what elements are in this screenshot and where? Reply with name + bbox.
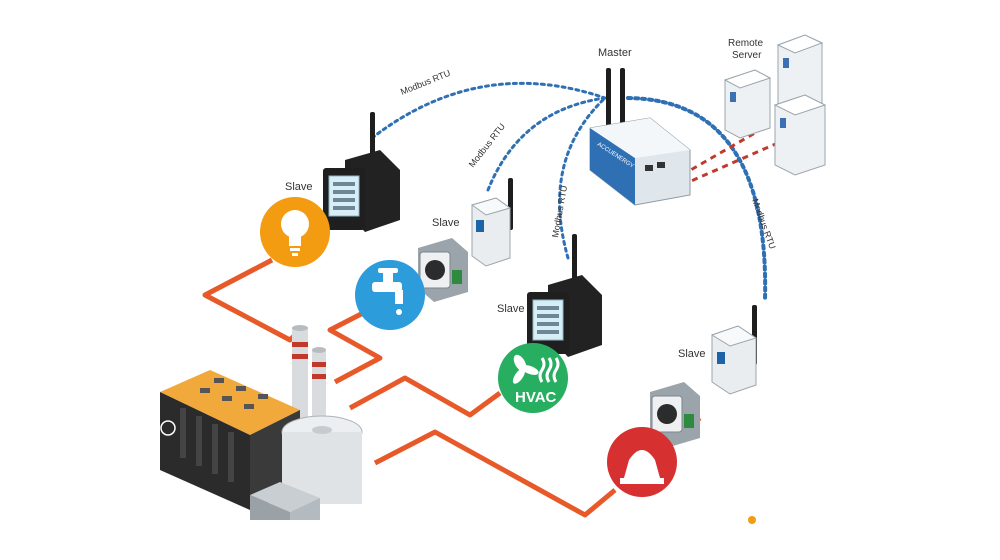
remote-server-cluster [723,34,827,176]
radio-link-lamp [370,81,607,140]
radio-links [370,81,768,302]
link-label-1: Modbus RTU [399,68,452,97]
slave-label-hvac: Slave [497,303,525,315]
heat-waves-icon [538,357,560,383]
chimney [312,350,326,430]
radio-link-hvac [558,96,607,260]
slave-module-alarm [710,305,758,395]
hvac-badge: HVAC [498,343,568,413]
gateway-face [590,128,635,205]
network-links [681,128,781,187]
network-link-2 [681,140,781,187]
switch-water [418,238,468,302]
wire-hvac [348,375,502,418]
alarm-beacon-icon [620,450,664,484]
alarm-badge [607,427,677,497]
fan-icon [512,354,539,384]
factory-building [160,325,363,520]
slave-label-water: Slave [432,217,460,229]
lamp-badge [260,197,330,267]
antenna-icon [572,234,577,286]
server-icon [773,94,827,176]
water-badge [355,260,425,330]
wire-lamp [202,257,302,343]
antenna-icon [606,68,611,130]
cropped-badge-fragment [748,516,756,524]
link-label-3: Modbus RTU [550,185,569,239]
master-label: Master [598,47,632,59]
lightbulb-icon [281,210,309,256]
master-gateway: ACCUENERGY [589,68,691,206]
water-tap-icon [372,268,403,315]
slave-label-lamp: Slave [285,181,313,193]
chimney [292,328,308,418]
server-icon [723,69,772,139]
switch-alarm [650,382,700,448]
gateway-port [645,165,653,171]
gateway-port [657,162,665,168]
radio-link-water [486,96,607,192]
slave-label-alarm: Slave [678,348,706,360]
gateway-top [590,118,690,158]
factory-roof [160,370,300,435]
wire-water [327,309,383,385]
network-link-1 [681,128,761,177]
radio-link-alarm [626,96,768,302]
hvac-label: HVAC [515,389,557,406]
remote-server-label-1: Remote [728,38,763,49]
remote-server-label-2: Server [732,50,762,61]
slave-meter-lamp [323,112,400,232]
antenna-icon [620,68,625,130]
slave-module-water [470,178,513,267]
antenna-icon [370,112,375,162]
slave-meter-hvac [527,234,602,357]
wire-alarm [373,429,617,518]
